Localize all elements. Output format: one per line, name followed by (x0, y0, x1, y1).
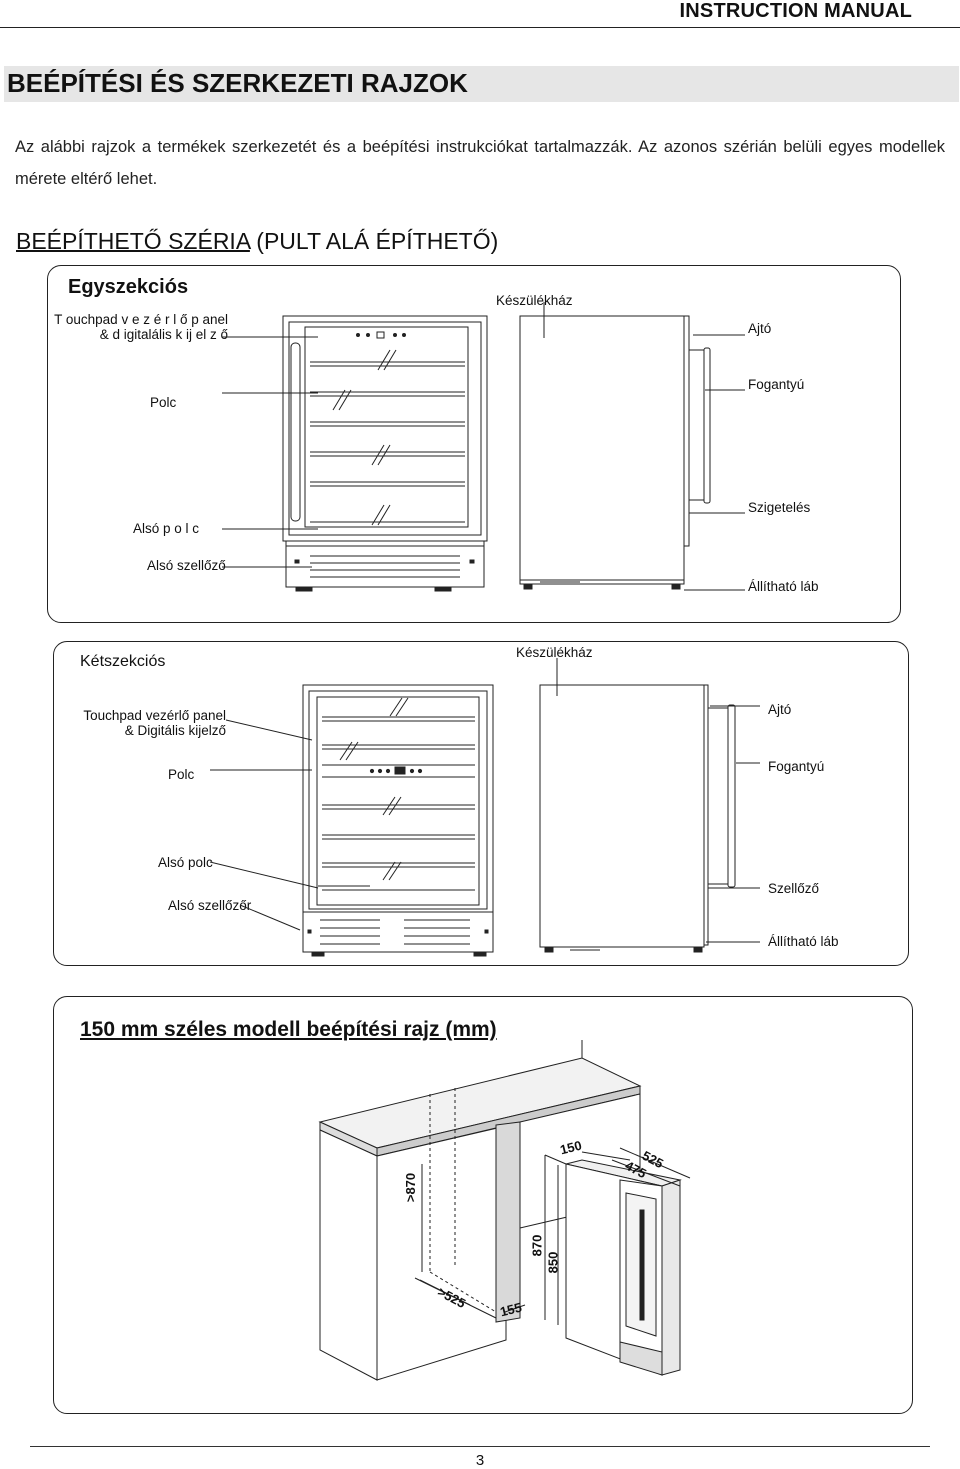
label-handle-2: Fogantyú (768, 759, 825, 774)
installation-dim-lines (419, 1164, 526, 1313)
dual-front-view (302, 684, 494, 957)
intro-paragraph: Az alábbi rajzok a termékek szerkezetét … (15, 138, 945, 188)
label-bottom-shelf-2: Alsó polc (158, 855, 213, 870)
dual-zone-title: Kétszekciós (80, 653, 166, 670)
series-title: BEÉPÍTHETŐ SZÉRIA (16, 228, 250, 254)
single-zone-title: Egyszekciós (68, 276, 189, 298)
section-title: BEÉPÍTÉSI ÉS SZERKEZETI RAJZOK (7, 68, 468, 98)
single-front-view (282, 315, 488, 592)
label-bottom-vent-1: Alsó szellőző (147, 558, 226, 573)
single-side-view (519, 315, 711, 590)
manual-header-title: INSTRUCTION MANUAL (679, 0, 912, 22)
label-cabinet-2: Készülékház (516, 645, 593, 660)
label-handle-1: Fogantyú (748, 377, 805, 392)
label-vent-2: Szellőző (768, 881, 820, 896)
label-shelf-1: Polc (150, 395, 177, 410)
label-bottom-vent-2: Alsó szellőzőr (168, 898, 252, 913)
section-banner (4, 66, 959, 102)
label-touchpad-line2: & d igitalális k ij el z ő (99, 327, 228, 342)
label-door-2: Ajtó (768, 702, 792, 717)
footer-rule (30, 1446, 930, 1447)
label-shelf-2: Polc (168, 767, 195, 782)
page-number: 3 (475, 1452, 485, 1469)
dim-height-max: 870 (529, 1234, 545, 1257)
label-touchpad-2: Touchpad vezérlő panel & Digitális kijel… (40, 708, 226, 738)
installation-title: 150 mm széles modell beépítési rajz (mm) (80, 1018, 497, 1041)
label-cabinet-1: Készülékház (496, 293, 573, 308)
label-door-1: Ajtó (748, 321, 772, 336)
series-subtitle: (PULT ALÁ ÉPÍTHETŐ) (256, 228, 499, 254)
series-heading: BEÉPÍTHETŐ SZÉRIA (PULT ALÁ ÉPÍTHETŐ) (16, 228, 498, 255)
label-touchpad-1: T ouchpad v e z é r l ő p anel & d igita… (40, 312, 228, 342)
dual-side-view (539, 684, 736, 953)
label-foot-2: Állítható láb (768, 934, 839, 949)
label-foot-1: Állítható láb (748, 579, 819, 594)
label-touchpad-line1: T ouchpad v e z é r l ő p anel (54, 312, 228, 327)
dim-height-gt: >870 (403, 1172, 419, 1203)
label-touchpad2-line1: Touchpad vezérlő panel (83, 708, 226, 723)
label-insulation-1: Szigetelés (748, 500, 811, 515)
header-rule (0, 27, 960, 28)
dim-height-min: 850 (545, 1251, 561, 1274)
label-bottom-shelf-1: Alsó p o l c (133, 521, 200, 536)
label-touchpad2-line2: & Digitális kijelző (124, 723, 226, 738)
installation-appliance (544, 1147, 691, 1376)
